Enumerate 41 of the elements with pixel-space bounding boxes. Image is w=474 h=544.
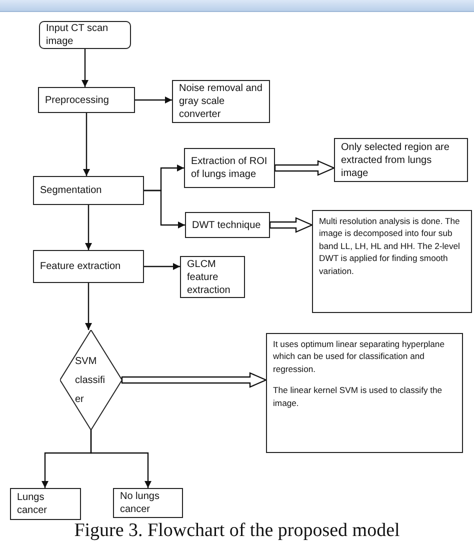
arrow bbox=[144, 190, 185, 229]
decision-diamond bbox=[60, 330, 122, 430]
process-box bbox=[38, 87, 135, 113]
block-arrow bbox=[121, 372, 268, 388]
node-label: Preprocessing bbox=[45, 94, 109, 106]
arrow bbox=[81, 49, 89, 87]
node-label: No lungs cancer bbox=[120, 490, 160, 516]
note-box bbox=[266, 333, 463, 453]
process-box bbox=[113, 488, 183, 518]
node-label: DWT technique bbox=[192, 218, 261, 232]
arrow bbox=[90, 430, 152, 488]
arrow bbox=[144, 262, 180, 270]
node-label: SVM classifier bbox=[75, 356, 106, 404]
note-box bbox=[312, 210, 472, 313]
node-label: Input CT scan image bbox=[46, 22, 110, 48]
node-label: Only selected region are extracted from lungs image bbox=[341, 140, 450, 180]
process-box bbox=[185, 212, 270, 238]
node-label: Multi resolution analysis is done. The image is decomposed into four sub band LL, LH, HL and HH. The 2-level DWT is applied for finding smooth variation. bbox=[319, 215, 461, 278]
arrow bbox=[82, 113, 90, 176]
block-arrow bbox=[269, 217, 314, 233]
arrow bbox=[84, 205, 92, 250]
process-box bbox=[33, 250, 144, 283]
node-label: Segmentation bbox=[40, 184, 102, 197]
arrow bbox=[84, 283, 92, 330]
node-label: It uses optimum linear separating hyperplane which can be used for classification and regression. bbox=[273, 338, 446, 376]
node-label: Extraction of ROI of lungs image bbox=[191, 155, 268, 181]
arrow bbox=[135, 96, 172, 104]
block-arrow bbox=[274, 160, 336, 176]
process-box bbox=[10, 488, 81, 520]
process-box bbox=[184, 148, 275, 188]
process-box bbox=[180, 256, 245, 298]
node-label: Noise removal and gray scale converter bbox=[179, 82, 263, 121]
process-box bbox=[172, 80, 270, 123]
process-box bbox=[39, 21, 131, 49]
node-label: Lungs cancer bbox=[17, 491, 48, 517]
node-label: The linear kernel SVM is used to classify the image. bbox=[273, 384, 444, 410]
process-box bbox=[33, 176, 144, 205]
node-label: Feature extraction bbox=[40, 260, 121, 273]
figure-caption: Figure 3. Flowchart of the proposed model bbox=[73, 520, 401, 542]
node-label: GLCM feature extraction bbox=[187, 258, 232, 296]
process-box bbox=[334, 138, 468, 182]
